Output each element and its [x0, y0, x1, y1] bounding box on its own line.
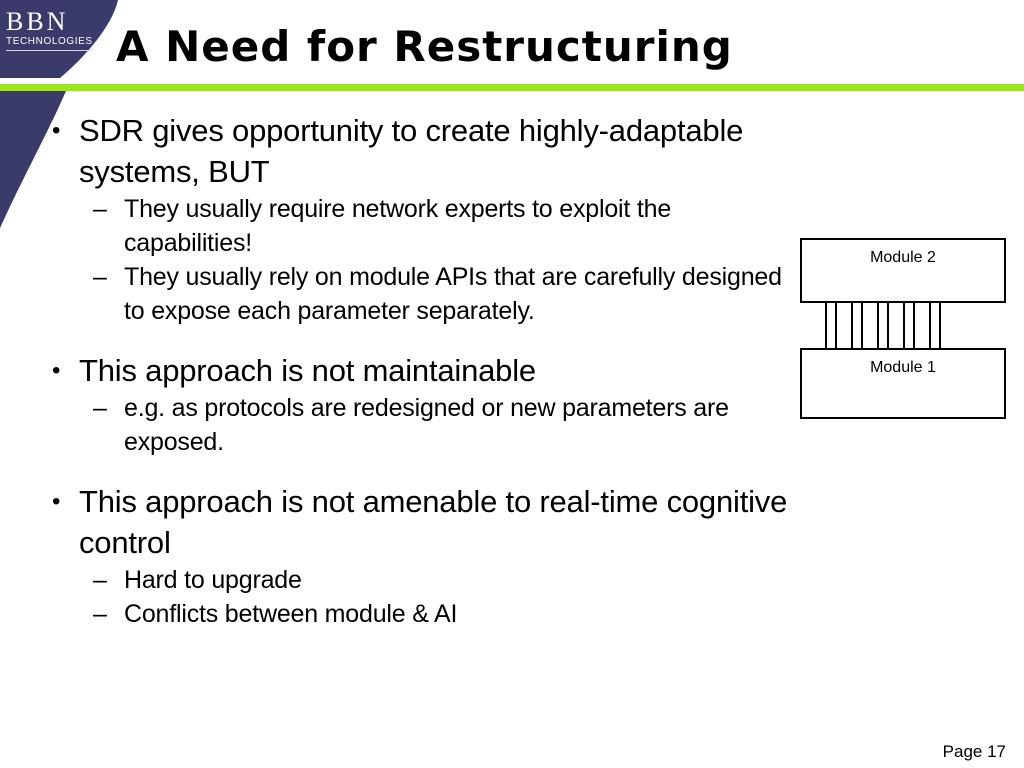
bullet-dot-icon: •	[52, 357, 61, 384]
bullet-level2: – Hard to upgrade	[93, 563, 792, 597]
group-spacer	[52, 459, 792, 481]
title-divider-rule	[0, 84, 1024, 91]
bullet-level2: – They usually rely on module APIs that …	[93, 260, 792, 328]
bullet-level2-text: They usually require network experts to …	[124, 195, 672, 257]
group-spacer	[52, 328, 792, 350]
bullet-level2: – e.g. as protocols are redesigned or ne…	[93, 391, 792, 459]
module-api-diagram: Module 2 Module 1	[800, 238, 1008, 419]
module-2-label: Module 2	[870, 249, 936, 266]
dash-bullet-icon: –	[93, 394, 107, 422]
dash-bullet-icon: –	[93, 566, 107, 594]
bullet-level2: – They usually require network experts t…	[93, 192, 792, 260]
bullet-level1-text: SDR gives opportunity to create highly-a…	[79, 113, 744, 189]
dash-bullet-icon: –	[93, 263, 107, 291]
bullet-level1: • This approach is not maintainable	[52, 350, 792, 391]
bullet-level1: • This approach is not amenable to real-…	[52, 481, 792, 563]
bullet-level1-text: This approach is not maintainable	[79, 353, 536, 388]
page-title: A Need for Restructuring	[116, 21, 733, 71]
slide-body: • SDR gives opportunity to create highly…	[52, 110, 792, 631]
bullet-level2-text: e.g. as protocols are redesigned or new …	[124, 394, 729, 456]
module-1-label: Module 1	[870, 359, 936, 376]
bullet-level2: – Conflicts between module & AI	[93, 597, 792, 631]
bullet-dot-icon: •	[52, 117, 61, 144]
bullet-level2-text: Conflicts between module & AI	[124, 600, 458, 628]
bullet-level1: • SDR gives opportunity to create highly…	[52, 110, 792, 192]
bullet-level2-text: They usually rely on module APIs that ar…	[124, 263, 782, 325]
module-1-box: Module 1	[800, 348, 1006, 419]
bbn-logo: BBN TECHNOLOGIES	[6, 8, 98, 51]
module-connectors	[800, 301, 1006, 350]
page-number: Page 17	[942, 742, 1006, 761]
bullet-level1-text: This approach is not amenable to real-ti…	[79, 484, 788, 560]
module-2-box: Module 2	[800, 238, 1006, 303]
bullet-level2-text: Hard to upgrade	[124, 566, 302, 594]
bullet-dot-icon: •	[52, 488, 61, 515]
logo-wordmark: BBN	[6, 7, 69, 36]
dash-bullet-icon: –	[93, 195, 107, 223]
dash-bullet-icon: –	[93, 600, 107, 628]
logo-tagline: TECHNOLOGIES	[6, 36, 92, 51]
